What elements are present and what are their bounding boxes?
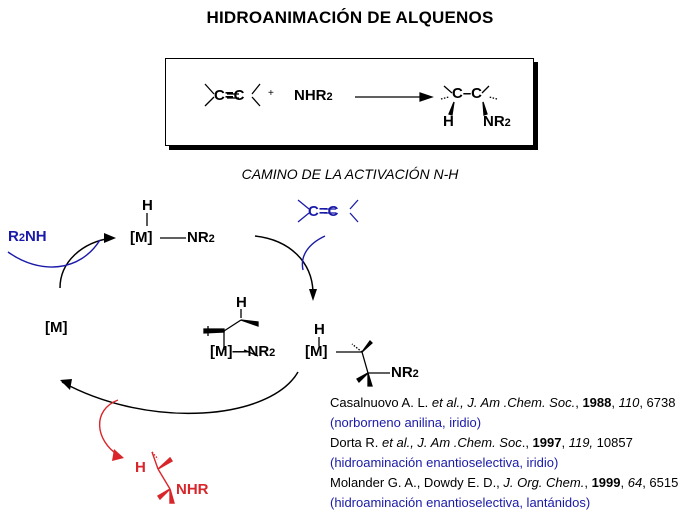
product-bonds	[151, 451, 175, 504]
equation-product-h: H	[443, 113, 454, 130]
reference-3-note: (hidroaminación enantioselectiva, lantán…	[330, 495, 591, 510]
product-release-arrowhead	[112, 449, 124, 461]
reference-1: Casalnuovo A. L. et al., J. Am .Chem. So…	[330, 395, 676, 410]
alkyl-metal: [M]	[305, 343, 328, 360]
amido-complex-bonds	[146, 213, 186, 239]
reference-2-note: (hidroaminación enantioselectiva, iridio…	[330, 455, 559, 470]
equation-product	[440, 85, 498, 116]
alkene-reagent-label: C=C	[308, 203, 339, 220]
insertion-metal: [M]—NR2	[210, 343, 276, 360]
insertion-intermediate-bonds	[203, 309, 259, 357]
amine-entry-arrow	[7, 239, 101, 268]
cycle-arcs	[59, 235, 314, 415]
reference-3: Molander G. A., Dowdy E. D., J. Org. Che…	[330, 475, 679, 490]
page-title: HIDROANIMACIÓN DE ALQUENOS	[206, 8, 494, 27]
product-nhr: NHR	[176, 481, 209, 498]
equation-product-nr2: NR2	[483, 113, 511, 130]
reaction-equation-box	[165, 58, 534, 146]
equation-alkene	[204, 83, 261, 107]
cycle-alkene-bonds	[297, 199, 359, 223]
reference-2: Dorta R. et al., J. Am .Chem. Soc., 1997…	[330, 435, 633, 450]
amido-metal: [M]	[130, 229, 153, 246]
equation-alkene-label: C=C	[214, 87, 245, 104]
product-h: H	[135, 459, 146, 476]
amido-h: H	[142, 197, 153, 214]
alkyl-nr2: NR2	[391, 364, 419, 381]
references-list: Casalnuovo A. L. et al., J. Am .Chem. So…	[330, 393, 678, 513]
alkyl-h: H	[314, 321, 325, 338]
reference-1-note: (norborneno anilina, iridio)	[330, 415, 482, 430]
product-release-arrow	[98, 399, 119, 456]
alkene-entry-arrow	[301, 235, 326, 271]
reactant-amine: R2NH	[8, 228, 47, 245]
cycle-arrowheads	[60, 233, 317, 390]
catalyst-label: [M]	[45, 319, 68, 336]
alkyl-intermediate-bonds	[318, 337, 390, 387]
equation-amine: NHR2	[294, 87, 333, 104]
equation-arrow	[355, 92, 434, 102]
insertion-h: H	[236, 294, 247, 311]
equation-product-cc: C–C	[452, 85, 483, 102]
equation-plus: +	[268, 88, 274, 99]
amido-nr2: NR2	[187, 229, 215, 246]
pathway-subtitle: CAMINO DE LA ACTIVACIÓN N-H	[241, 166, 459, 182]
